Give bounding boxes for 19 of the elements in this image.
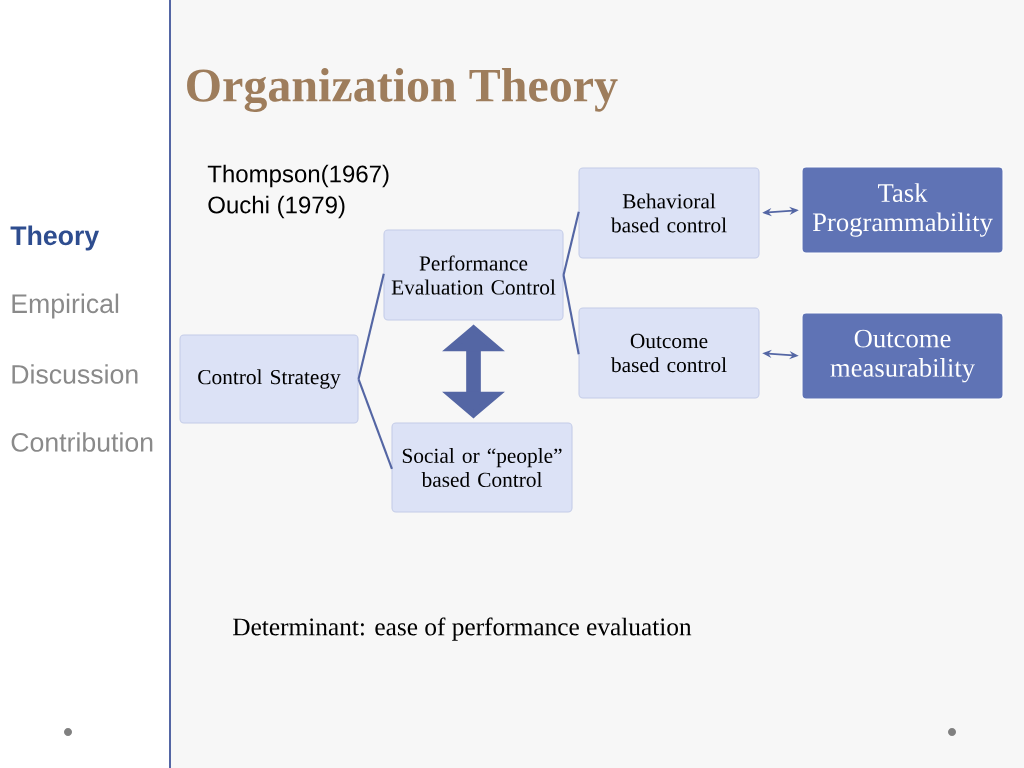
connector-line bbox=[562, 211, 580, 276]
connector-line bbox=[562, 274, 580, 355]
process-box: Social or “people” based Control bbox=[391, 422, 573, 513]
process-box: Outcome measurability bbox=[801, 312, 1004, 400]
menu-item: Empirical bbox=[12, 293, 119, 319]
process-box: Control Strategy bbox=[179, 334, 359, 424]
connector-line bbox=[357, 273, 385, 380]
process-box: Task Programmability bbox=[801, 166, 1004, 254]
process-box: Behavioral based control bbox=[578, 167, 760, 259]
menu-item: Theory bbox=[10, 225, 100, 251]
author-citation: Thompson(1967) bbox=[207, 164, 389, 188]
connector-line bbox=[357, 378, 393, 470]
process-box: Outcome based control bbox=[578, 307, 760, 399]
title: Organization Theory bbox=[187, 68, 618, 112]
menu-item: Contribution bbox=[11, 432, 153, 452]
author-citation: Ouchi (1979) bbox=[208, 195, 345, 219]
process-box: Performance Evaluation Control bbox=[383, 229, 564, 321]
note-text: Determinant: ease of performance evaluation bbox=[233, 617, 692, 641]
menu-item: Discussion bbox=[12, 364, 138, 384]
